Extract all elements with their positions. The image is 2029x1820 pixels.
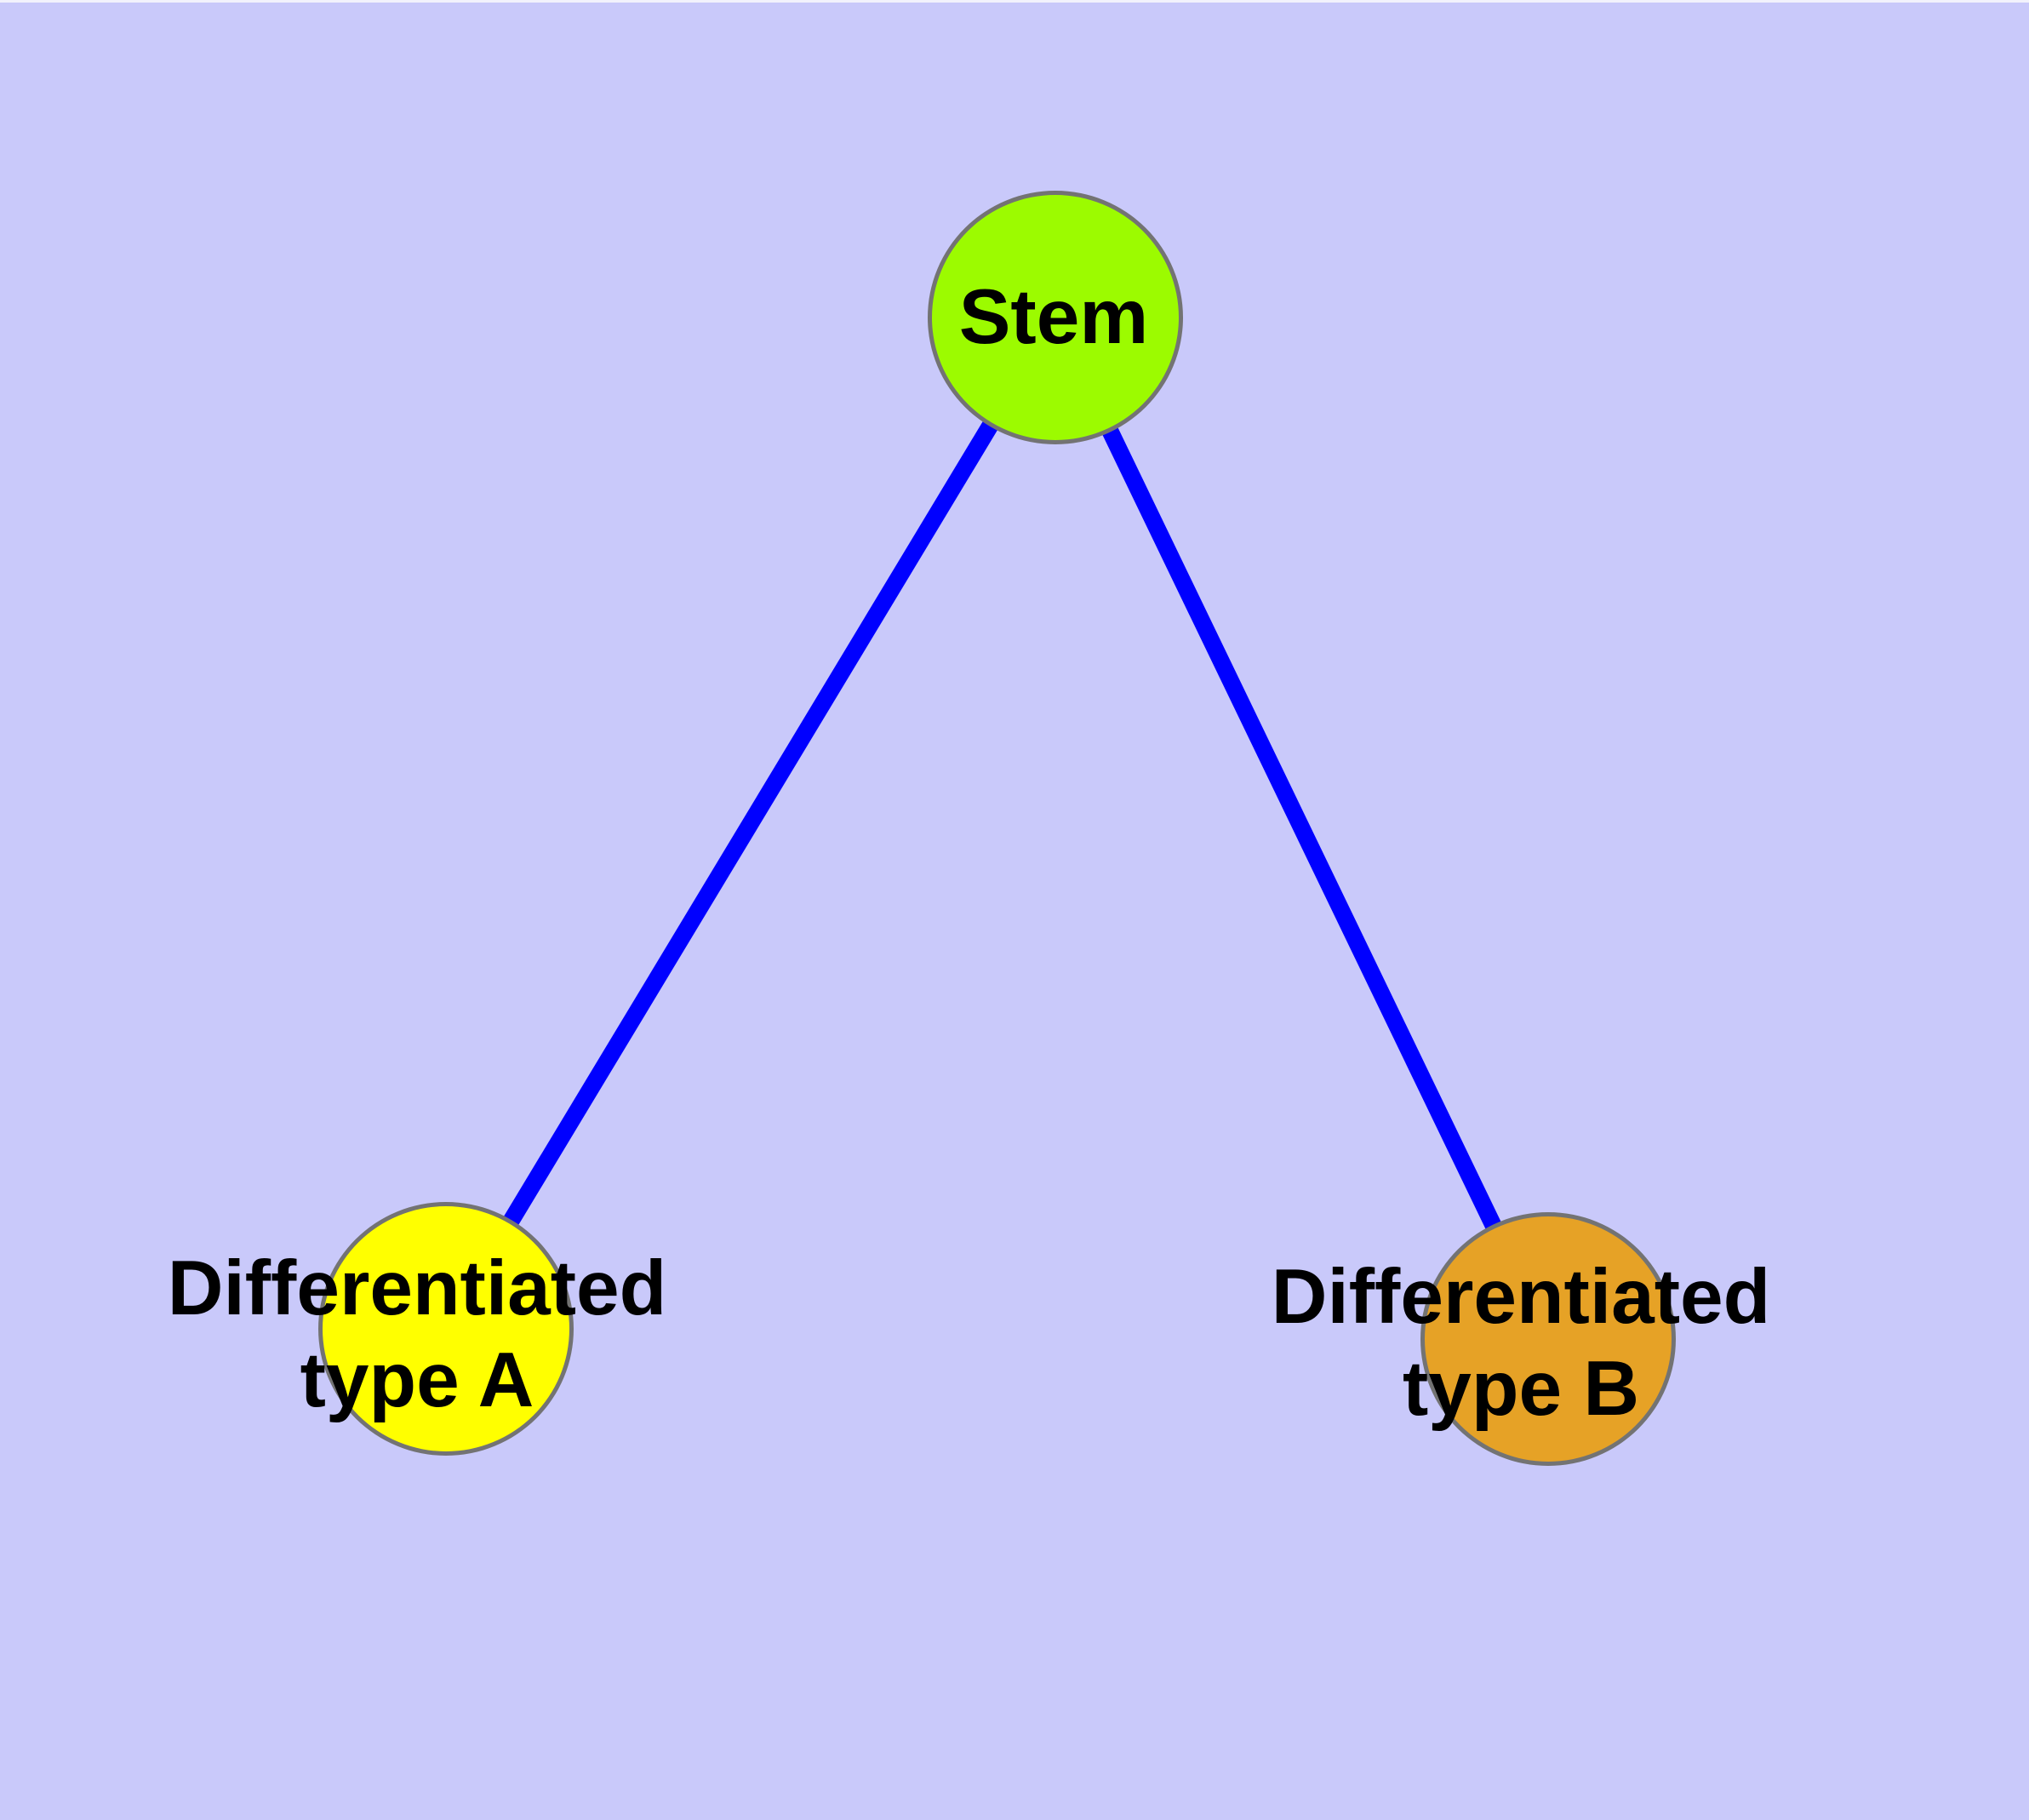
- node-label-type-b-line2: type B: [1402, 1346, 1640, 1432]
- window-top-edge: [0, 0, 2029, 3]
- node-label-stem: Stem: [959, 272, 1149, 363]
- node-label-differentiated-type-a: Differentiated type A: [168, 1243, 667, 1427]
- node-label-differentiated-type-b: Differentiated type B: [1272, 1251, 1771, 1435]
- node-label-stem-text: Stem: [958, 274, 1149, 360]
- edge-stem-to-type-a: [438, 312, 1063, 1334]
- node-label-type-b-line1: Differentiated: [1271, 1254, 1771, 1340]
- node-label-type-a-line1: Differentiated: [167, 1245, 667, 1331]
- node-stem: [928, 191, 1183, 444]
- edge-stem-to-type-b: [1047, 313, 1557, 1343]
- node-differentiated-type-a: [318, 1202, 574, 1456]
- node-label-type-a-line2: type A: [300, 1337, 534, 1423]
- node-differentiated-type-b: [1420, 1212, 1676, 1466]
